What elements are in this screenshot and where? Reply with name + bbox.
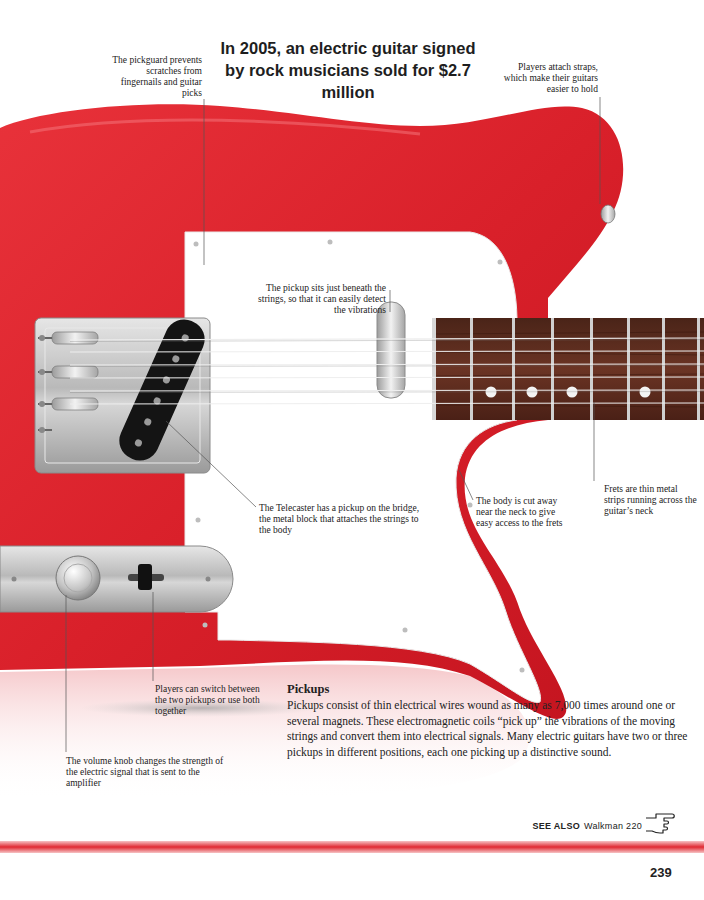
strap-button	[601, 205, 615, 223]
string-shadows	[70, 392, 704, 393]
callout-label: Players attach straps, which make their …	[498, 62, 598, 95]
guitar-neck	[432, 318, 436, 420]
strings	[70, 338, 704, 404]
guitar-neck	[662, 318, 665, 420]
leader-lines	[153, 592, 154, 681]
callout-label: Players can switch between the two picku…	[155, 684, 267, 717]
neck-pickup	[377, 302, 405, 398]
bridge-pickup	[113, 313, 211, 466]
bridge	[39, 427, 45, 433]
callout-label: The Telecaster has a pickup on the bridg…	[259, 503, 427, 536]
section-heading: Pickups	[287, 682, 687, 697]
pickguard	[203, 623, 208, 628]
bridge	[39, 401, 45, 407]
guitar-neck	[640, 387, 651, 398]
leader-lines	[390, 290, 391, 312]
pickguard	[498, 260, 503, 265]
string-shadows	[70, 340, 704, 393]
strings	[70, 403, 704, 404]
leader-lines	[594, 402, 595, 481]
leader-lines	[204, 99, 205, 265]
guitar-neck	[551, 318, 554, 420]
volume-knob	[56, 556, 100, 600]
volume-knob	[56, 556, 100, 600]
pointing-hand-icon	[646, 814, 674, 833]
guitar-neck	[432, 318, 704, 420]
pickguard	[185, 232, 541, 702]
pickguard	[403, 628, 408, 633]
bridge-pickup	[162, 375, 171, 384]
pickguard	[194, 242, 199, 247]
pickguard	[328, 240, 333, 245]
pickup-switch	[128, 564, 164, 590]
pickguard	[468, 503, 473, 508]
bridge-pickup	[171, 354, 180, 363]
pickguard	[520, 668, 525, 673]
guitar-neck	[567, 387, 578, 398]
leader-lines	[66, 595, 67, 752]
bridge	[39, 369, 45, 375]
callout-label: The body is cut away near the neck to gi…	[476, 496, 572, 529]
control-plate	[0, 546, 233, 612]
strap-button	[601, 205, 615, 223]
strings	[70, 364, 704, 365]
bridge	[39, 335, 45, 341]
pickguard	[185, 232, 541, 702]
neck-pickup	[377, 302, 405, 398]
leader-lines	[600, 97, 601, 204]
bridge-pickup	[134, 438, 143, 447]
bridge	[38, 338, 52, 430]
string-shadows	[70, 366, 704, 367]
guitar-neck	[470, 318, 473, 420]
leader-lines	[66, 97, 600, 752]
strings	[70, 377, 704, 378]
guitar-neck	[432, 318, 704, 420]
page-number: 239	[650, 865, 672, 880]
pointing-hand-icon	[646, 814, 674, 833]
bridge	[52, 366, 98, 378]
see-also-label: SEE ALSO	[532, 821, 580, 832]
guitar-neck	[512, 318, 515, 420]
bridge-pickup	[113, 313, 211, 466]
body-text: Pickups consist of thin electrical wires…	[287, 698, 695, 760]
control-plate	[0, 546, 233, 612]
guitar-body	[30, 120, 420, 134]
bridge	[52, 332, 98, 344]
pickguard	[196, 518, 201, 523]
leader-lines	[166, 421, 256, 507]
volume-knob	[64, 564, 92, 592]
callout-label: The volume knob changes the strength of …	[66, 756, 224, 789]
callout-label: The pickguard prevents scratches from fi…	[104, 55, 202, 99]
control-plate	[12, 577, 17, 582]
bridge-pickup	[143, 417, 152, 426]
string-shadows	[70, 340, 704, 342]
strings	[70, 390, 704, 391]
guitar-neck	[697, 318, 700, 420]
see-also-reference: Walkman 220	[584, 821, 642, 832]
footer-bar	[0, 841, 704, 853]
page-title: In 2005, an electric guitar signed by ro…	[214, 37, 482, 103]
leader-lines	[459, 470, 473, 500]
callout-label: The pickup sits just beneath the strings…	[246, 283, 386, 316]
footer-bar	[0, 841, 704, 853]
guitar-neck	[590, 318, 593, 420]
pickup-switch	[138, 564, 152, 590]
guitar-neck	[627, 318, 630, 420]
strings	[70, 351, 704, 352]
callout-label: Frets are thin metal strips running acro…	[604, 484, 700, 517]
control-plate	[206, 577, 211, 582]
